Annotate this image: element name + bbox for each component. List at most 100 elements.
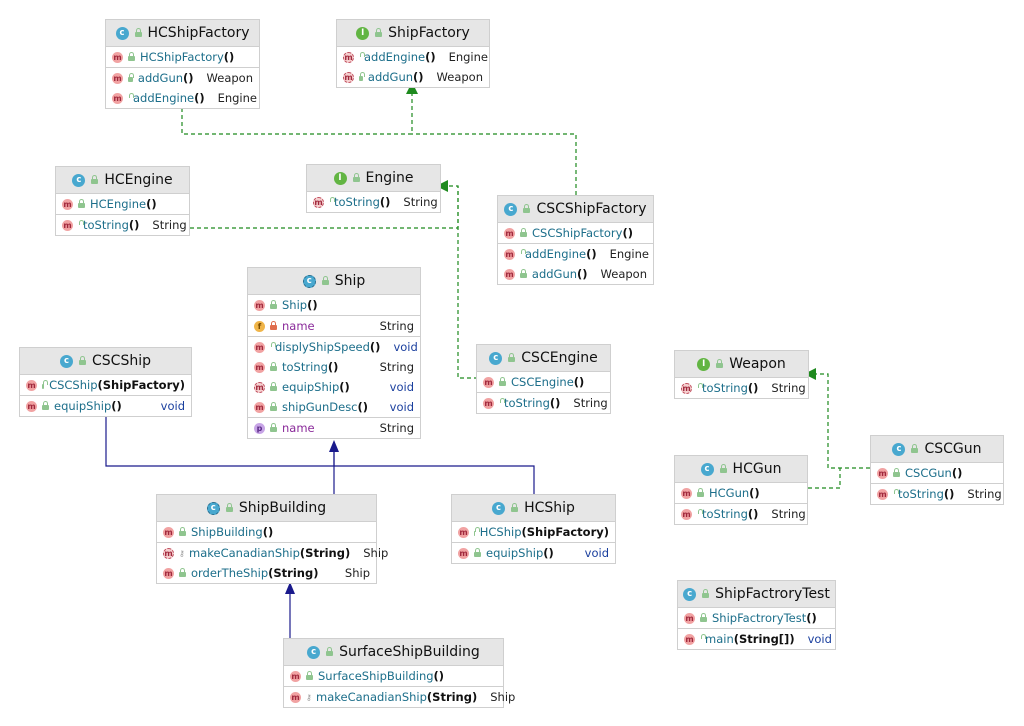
public-icon xyxy=(128,52,135,61)
class-title: HCShipFactory xyxy=(147,25,250,41)
member-name: CSCGun xyxy=(905,466,952,480)
public-icon xyxy=(179,527,186,536)
abstract-class-icon: c xyxy=(302,274,316,288)
public-icon xyxy=(270,382,277,391)
member-name: ShipFactroryTest xyxy=(712,611,807,625)
public-icon xyxy=(270,423,277,432)
method-icon: m xyxy=(112,51,123,63)
member-params: (String) xyxy=(268,566,319,580)
abstract-method-icon: m xyxy=(681,382,692,394)
class-header: c Ship xyxy=(248,268,420,295)
member-params: () xyxy=(339,380,350,394)
class-title: CSCEngine xyxy=(521,350,598,366)
runnable-class-icon: c xyxy=(683,587,697,601)
public-icon xyxy=(326,647,334,656)
member-name: addGun xyxy=(367,70,414,84)
method-icon: m xyxy=(458,526,469,538)
package-private-key-icon: ⚷ xyxy=(179,548,185,558)
interface-icon: I xyxy=(697,357,711,371)
member-params: () xyxy=(622,226,633,240)
class-icon: c xyxy=(115,26,129,40)
interface-icon: I xyxy=(333,171,347,185)
abstract-method-icon: m xyxy=(313,196,324,208)
member-type: Engine xyxy=(609,247,649,261)
member-params: () xyxy=(262,525,274,539)
member-type: void xyxy=(584,546,609,560)
member-name: ShipBuilding xyxy=(191,525,263,539)
member-row[interactable]: m⚷makeCanadianShip(String)Ship xyxy=(284,686,515,707)
class-title: ShipFactory xyxy=(388,25,470,41)
edge-hcship-ship xyxy=(334,465,535,494)
member-name: toString xyxy=(334,195,380,209)
member-row[interactable]: m⚷makeCanadianShip(String)Ship xyxy=(157,542,388,563)
interface-icon: I xyxy=(356,26,370,40)
member-type: Engine xyxy=(448,50,488,64)
method-icon: m xyxy=(684,612,695,624)
package-private-key-icon: ⚷ xyxy=(306,692,312,702)
public-icon xyxy=(321,276,329,285)
public-icon xyxy=(306,671,313,680)
method-icon: m xyxy=(163,567,174,579)
member-name: orderTheShip xyxy=(191,566,269,580)
member-name: HCShipFactory xyxy=(140,50,224,64)
class-title: Ship xyxy=(334,273,366,289)
member-name: toString xyxy=(702,507,748,521)
member-name: Ship xyxy=(282,298,308,312)
member-type: void xyxy=(393,340,418,354)
member-type: Ship xyxy=(363,546,389,560)
method-icon: m xyxy=(254,401,265,413)
member-name: toString xyxy=(898,487,944,501)
